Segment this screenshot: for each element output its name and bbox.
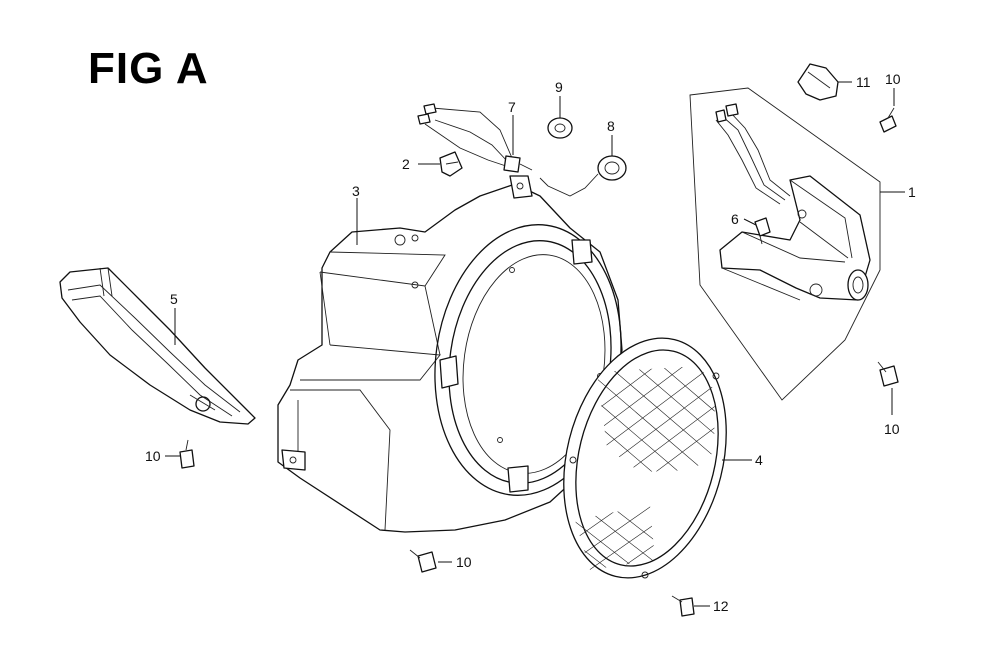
bolt-left[interactable]	[179, 439, 195, 469]
callout-10-top-right: 10	[885, 71, 901, 87]
callout-2: 2	[402, 156, 410, 172]
fan-shroud-part[interactable]	[277, 175, 638, 533]
callout-1: 1	[908, 184, 916, 200]
callout-5: 5	[170, 291, 178, 307]
callout-9: 9	[555, 79, 563, 95]
connector-part[interactable]	[754, 217, 771, 245]
callout-6: 6	[731, 211, 739, 227]
callout-4: 4	[755, 452, 763, 468]
callout-10-bottom: 10	[456, 554, 472, 570]
control-box-frame	[689, 87, 881, 401]
bolt-lower[interactable]	[671, 595, 695, 617]
figure-title: FIG A	[88, 44, 209, 93]
callout-labels: 1 2 3 4 5 6 7 8 9 10 10 10 10 11 12	[145, 71, 916, 614]
callout-12: 12	[713, 598, 729, 614]
bolt-top-right[interactable]	[879, 107, 897, 133]
wire-clip-part[interactable]	[439, 151, 463, 177]
callout-8: 8	[607, 118, 615, 134]
side-cover-part[interactable]	[59, 267, 256, 425]
grommet-part[interactable]	[547, 117, 573, 139]
callout-10-right: 10	[884, 421, 900, 437]
bolt-right[interactable]	[877, 361, 899, 387]
wire-harness-part[interactable]	[417, 103, 533, 173]
control-box-part[interactable]	[715, 103, 871, 301]
screen-grid-part[interactable]	[530, 321, 765, 595]
clamp-part[interactable]	[797, 63, 839, 101]
callout-3: 3	[352, 183, 360, 199]
callout-10-left: 10	[145, 448, 161, 464]
leader-lines	[165, 81, 905, 607]
switch-part[interactable]	[539, 155, 627, 197]
callout-11: 11	[856, 74, 871, 90]
callout-7: 7	[508, 99, 516, 115]
bolt-bottom[interactable]	[409, 549, 437, 573]
